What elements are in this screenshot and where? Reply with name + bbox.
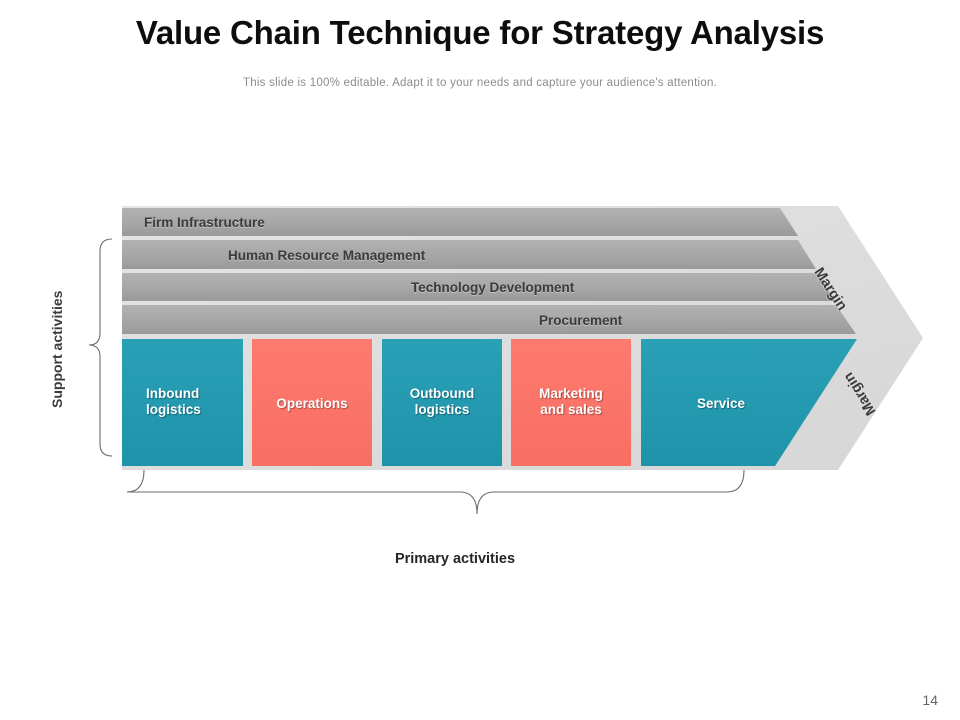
primary-box-inbound-logistics xyxy=(122,339,243,466)
support-bar-procurement xyxy=(122,305,856,334)
support-bar-firm-infrastructure xyxy=(122,208,798,236)
primary-box-label-operations: Operations xyxy=(276,396,348,411)
page-subtitle: This slide is 100% editable. Adapt it to… xyxy=(242,77,718,89)
primary-box-service xyxy=(641,339,857,466)
support-bar-label-human-resource-management: Human Resource Management xyxy=(228,248,426,263)
primary-box-label-inbound-logistics: Inbound logistics xyxy=(146,386,201,417)
primary-box-marketing-and-sales xyxy=(511,339,631,466)
support-bar-label-firm-infrastructure: Firm Infrastructure xyxy=(144,215,265,230)
primary-activities-brace xyxy=(126,469,745,515)
support-bar-technology-development xyxy=(122,273,835,301)
primary-box-label-marketing-and-sales: Marketing and sales xyxy=(539,386,603,417)
primary-activities-label: Primary activities xyxy=(394,551,516,567)
support-bar-label-technology-development: Technology Development xyxy=(411,280,575,295)
primary-box-outbound-logistics xyxy=(382,339,502,466)
primary-box-label-outbound-logistics: Outbound logistics xyxy=(409,386,475,417)
support-activities-label: Support activities xyxy=(49,290,65,408)
primary-box-operations xyxy=(252,339,372,466)
support-activities-brace xyxy=(88,238,113,457)
support-bar-human-resource-management xyxy=(122,240,816,269)
page-number: 14 xyxy=(922,692,938,708)
page-title: Value Chain Technique for Strategy Analy… xyxy=(135,14,825,51)
primary-box-label-service: Service xyxy=(696,396,746,411)
support-bar-label-procurement: Procurement xyxy=(539,313,623,328)
